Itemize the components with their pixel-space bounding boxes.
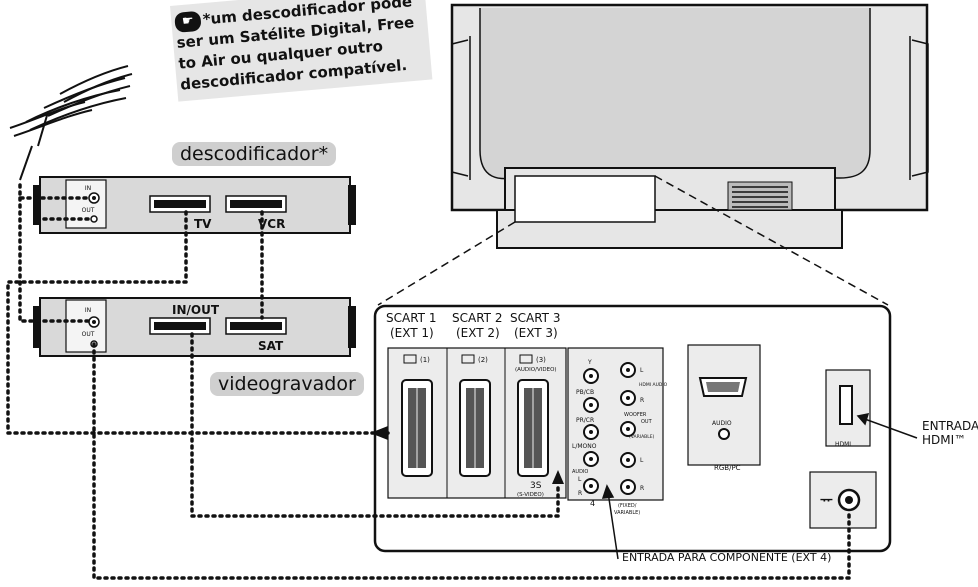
s3-label: 3S bbox=[530, 481, 542, 491]
scart2-icon-label: (2) bbox=[478, 356, 488, 364]
scart1-sub: (EXT 1) bbox=[390, 326, 434, 340]
scart2-sub: (EXT 2) bbox=[456, 326, 500, 340]
hdmi-audio-l-label: L bbox=[640, 367, 644, 374]
hdmi-label: HDMI bbox=[835, 441, 851, 448]
vcr-out-label: OUT bbox=[82, 331, 95, 338]
hdmi-port[interactable] bbox=[839, 385, 853, 425]
audio-r-label: R bbox=[578, 490, 582, 497]
vcr-inout-label: IN/OUT bbox=[172, 303, 220, 317]
connection-cables bbox=[6, 183, 851, 580]
scart2-title: SCART 2 bbox=[452, 311, 502, 325]
antenna-icon bbox=[9, 65, 133, 181]
hdmi-callout-line-2: HDMI™ bbox=[922, 432, 967, 447]
decoder-device bbox=[33, 176, 356, 234]
vcr-device bbox=[33, 297, 356, 357]
scart3-icon-label: (3) bbox=[536, 356, 546, 364]
input-arrow-icon-2 bbox=[461, 354, 475, 364]
out-l-label: L bbox=[640, 457, 644, 464]
decoder-title: descodificador* bbox=[172, 142, 337, 166]
audio-l-label: L bbox=[578, 476, 582, 483]
decoder-in-label: IN bbox=[85, 185, 91, 192]
hdmi-audio-label: HDMI AUDIO bbox=[639, 382, 668, 388]
decoder-tv-label: TV bbox=[194, 217, 212, 231]
woofer-label-3: (VARIABLE) bbox=[629, 434, 655, 440]
vga-port[interactable] bbox=[698, 377, 748, 397]
hdmi-callout-line-1: ENTRADA bbox=[922, 419, 978, 433]
input-arrow-icon-1 bbox=[403, 354, 417, 364]
rgb-audio-label: AUDIO bbox=[712, 420, 732, 427]
vcr-title: videogravador bbox=[210, 372, 364, 396]
rgb-audio-jack[interactable] bbox=[718, 428, 730, 440]
scart3-sub: (EXT 3) bbox=[514, 326, 558, 340]
audio-video-label: (AUDIO/VIDEO) bbox=[515, 367, 557, 373]
antenna-symbol-icon: ᅲ bbox=[820, 493, 833, 509]
rca-jacks[interactable] bbox=[583, 362, 636, 495]
input-arrow-icon-3 bbox=[519, 354, 533, 364]
fixed-label-1: (FIXED/ bbox=[618, 503, 637, 509]
scart1-icon-label: (1) bbox=[420, 356, 430, 364]
svideo-label: (S-VIDEO) bbox=[517, 492, 544, 498]
hdmi-callout: ENTRADA HDMI™ bbox=[922, 419, 978, 448]
vcr-sat-label: SAT bbox=[258, 339, 284, 353]
scart3-title: SCART 3 bbox=[510, 311, 560, 325]
pb-label: PB/CB bbox=[576, 389, 594, 396]
audio-label: AUDIO bbox=[572, 469, 588, 475]
rgbpc-block bbox=[687, 344, 761, 466]
pr-label: PR/CR bbox=[576, 417, 594, 424]
fixed-label-2: VARIABLE) bbox=[614, 510, 640, 516]
decoder-out-label: OUT bbox=[82, 207, 95, 214]
hdmi-audio-r-label: R bbox=[640, 397, 644, 404]
decoder-vcr-label: VCR bbox=[258, 217, 285, 231]
out-r-label: R bbox=[640, 485, 644, 492]
scart1-title: SCART 1 bbox=[386, 311, 436, 325]
woofer-label-1: WOOFER bbox=[624, 412, 647, 418]
component-callout: ENTRADA PARA COMPONENTE (EXT 4) bbox=[622, 551, 832, 564]
lmono-label: L/MONO bbox=[572, 443, 597, 450]
scart-grid-pattern bbox=[416, 388, 534, 468]
input-4-label: 4 bbox=[590, 499, 595, 508]
vcr-in-label: IN bbox=[85, 307, 91, 314]
y-label: Y bbox=[587, 359, 592, 366]
rgbpc-label: RGB/PC bbox=[714, 464, 741, 472]
woofer-label-2: OUT bbox=[641, 419, 653, 425]
tv-rear-view bbox=[450, 3, 929, 249]
